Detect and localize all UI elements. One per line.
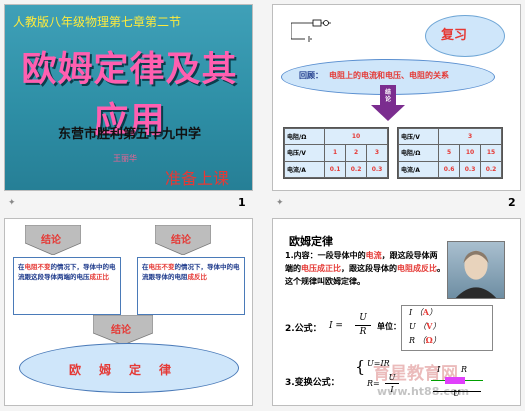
unit-current: I （A） <box>409 307 437 317</box>
table-cell: 3 <box>438 127 502 146</box>
person-portrait-icon <box>455 250 497 298</box>
variant-formula-label: 3.变换公式： <box>285 378 340 388</box>
watermark-url: www.ht88.com <box>377 385 470 398</box>
table-cell: 电阻/Ω <box>397 144 440 162</box>
slide-1-title[interactable]: 人教版八年级物理第七章第二节 欧姆定律及其应用 东营市胜利第五十九中学 王丽华 … <box>4 4 253 191</box>
table-cell: 电压/V <box>283 144 326 162</box>
variant-fraction-bar <box>385 383 399 384</box>
table-cell: 电流/A <box>283 160 326 179</box>
star-icon[interactable]: ✦ <box>276 198 284 208</box>
ready-text: 准备上课 <box>165 169 230 188</box>
right-conclusion-label: 结论 <box>171 235 191 246</box>
voltage-span-line <box>433 391 481 392</box>
table-cell: 0.2 <box>480 160 502 179</box>
variant-numerator: U <box>388 373 396 382</box>
table-cell: 2 <box>345 144 368 162</box>
table-cell: 电流/A <box>397 160 440 179</box>
unit-label: 单位： <box>377 322 401 331</box>
table-cell: 1 <box>324 144 347 162</box>
variant-denominator: I <box>390 385 394 394</box>
review-text: 电阻上的电流和电压、电阻的关系 <box>329 71 449 80</box>
unit-voltage: U （V） <box>409 321 441 331</box>
page-number: 2 <box>508 196 516 209</box>
table-cell: 15 <box>480 144 502 162</box>
left-conclusion-box: 在电阻不变的情况下，导体中的电流跟这段导体两端的电压成正比 <box>13 257 121 315</box>
variant-formula-2: R= <box>367 379 380 388</box>
table-cell: 10 <box>459 144 482 162</box>
star-icon[interactable]: ✦ <box>8 198 16 208</box>
left-conclusion-label: 结论 <box>41 235 61 246</box>
unit-resistance: R （Ω） <box>409 335 441 345</box>
circuit-diagram-icon <box>291 19 331 42</box>
slide-3-conclusions[interactable]: 结论 结论 在电阻不变的情况下，导体中的电流跟这段导体两端的电压成正比 在电压不… <box>4 218 253 406</box>
variant-formula-1: U=IR <box>367 359 390 368</box>
table-cell: 0.1 <box>324 160 347 179</box>
section-title: 欧姆定律 <box>289 235 333 248</box>
ohm-portrait <box>447 241 505 299</box>
grade-chapter-text: 人教版八年级物理第七章第二节 <box>13 15 182 29</box>
review-label: 回顾： <box>299 71 323 80</box>
bottom-conclusion-label: 结论 <box>111 325 131 336</box>
table-cell: 电阻/Ω <box>283 127 326 146</box>
table-cell: 10 <box>324 127 388 146</box>
resistor-icon <box>445 377 465 384</box>
school-name: 东营市胜利第五十九中学 <box>57 127 201 142</box>
table-cell: 电压/V <box>397 127 440 146</box>
watermark-text: 育星教育网 <box>373 364 458 384</box>
circuit-resistance-label: R <box>461 365 468 374</box>
table-cell: 0.6 <box>438 160 461 179</box>
table-cell: 0.3 <box>459 160 482 179</box>
review-cloud <box>425 15 505 57</box>
brace-icon: { <box>355 357 366 376</box>
ohms-law-oval <box>19 343 239 393</box>
lesson-title: 欧姆定律及其应用 <box>21 49 238 141</box>
table-cell: 0.3 <box>366 160 388 179</box>
teacher-name: 王丽华 <box>113 154 137 163</box>
circuit-current-label: I <box>437 365 441 374</box>
slide-4-ohms-law[interactable]: 欧姆定律 1.内容：一段导体中的电流，跟这段导体两端的电压成正比，跟这段导体的电… <box>272 218 521 406</box>
arrow-conclusion-label: 结论 <box>384 89 391 103</box>
bottom-conclusion-arrow-icon <box>93 315 153 345</box>
ohms-law-heading: 欧姆定律 <box>68 363 189 377</box>
formula-denominator: R <box>359 327 367 337</box>
unit-box <box>401 305 493 351</box>
formula-numerator: U <box>359 313 367 323</box>
table-cell: 0.2 <box>345 160 368 179</box>
table-cell: 3 <box>366 144 388 162</box>
table-cell: 5 <box>438 144 461 162</box>
formula-lhs: I = <box>329 321 343 331</box>
page-number: 1 <box>238 196 246 209</box>
right-conclusion-box: 在电压不变的情况下，导体中的电流跟导体的电阻成反比 <box>137 257 245 315</box>
law-content: 1.内容：一段导体中的电流，跟这段导体两端的电压成正比，跟这段导体的电阻成反比。… <box>285 251 445 286</box>
down-arrow-icon <box>371 85 405 121</box>
circuit-voltage-label: U <box>453 389 460 398</box>
fraction-bar <box>355 325 371 326</box>
review-cloud-label: 复习 <box>441 28 468 43</box>
formula-label: 2.公式： <box>285 324 322 334</box>
left-conclusion-arrow-icon <box>25 225 81 255</box>
right-conclusion-arrow-icon <box>155 225 211 255</box>
